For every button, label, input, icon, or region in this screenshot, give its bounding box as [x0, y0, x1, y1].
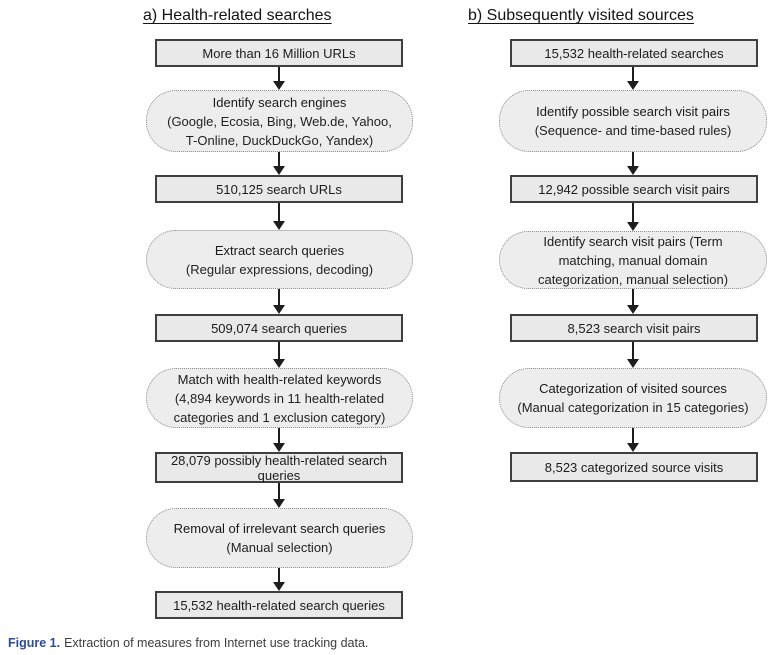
- arrow-head-icon: [273, 359, 285, 368]
- process-detail: categorization, manual selection): [537, 271, 729, 287]
- arrow-head-icon: [627, 222, 639, 231]
- process-identify-search-engines: Identify search engines (Google, Ecosia,…: [146, 90, 413, 152]
- box-line: More than 16 Million URLs: [202, 45, 356, 61]
- box-line: 510,125 search URLs: [216, 181, 342, 197]
- flow-arrow: [273, 203, 285, 230]
- process-detail: (Google, Ecosia, Bing, Web.de, Yahoo,: [167, 113, 392, 129]
- flow-arrow: [627, 428, 639, 452]
- process-identify-possible-pairs: Identify possible search visit pairs (Se…: [499, 90, 767, 152]
- box-line: 28,079 possibly health-related search: [170, 452, 388, 468]
- arrow-head-icon: [627, 305, 639, 314]
- process-categorization-sources: Categorization of visited sources (Manua…: [499, 368, 767, 428]
- process-removal-irrelevant: Removal of irrelevant search queries (Ma…: [146, 508, 413, 568]
- process-title: Removal of irrelevant search queries: [173, 521, 386, 536]
- arrow-head-icon: [273, 81, 285, 90]
- arrow-shaft: [278, 568, 280, 582]
- process-title: Match with health-related keywords: [177, 371, 382, 387]
- process-identify-visit-pairs: Identify search visit pairs (Term matchi…: [499, 231, 767, 289]
- arrow-shaft: [278, 152, 280, 166]
- process-detail: (Manual selection): [226, 540, 333, 555]
- box-line: 8,523 search visit pairs: [567, 320, 701, 336]
- process-extract-queries: Extract search queries (Regular expressi…: [146, 230, 413, 289]
- process-title: Identify search engines: [212, 94, 347, 110]
- figure-caption-text: Extraction of measures from Internet use…: [64, 636, 369, 650]
- arrow-head-icon: [273, 443, 285, 452]
- arrow-head-icon: [273, 221, 285, 230]
- arrow-head-icon: [627, 81, 639, 90]
- arrow-head-icon: [627, 443, 639, 452]
- arrow-shaft: [632, 428, 634, 443]
- flow-arrow: [627, 203, 639, 231]
- flow-arrow: [627, 67, 639, 90]
- box-line: 15,532 health-related search queries: [173, 597, 385, 613]
- arrow-head-icon: [273, 499, 285, 508]
- flow-arrow: [273, 428, 285, 452]
- process-title: Categorization of visited sources: [539, 381, 727, 396]
- flow-arrow: [273, 483, 285, 508]
- arrow-shaft: [632, 289, 634, 305]
- flow-arrow: [627, 152, 639, 175]
- arrow-head-icon: [273, 582, 285, 591]
- flow-arrow: [273, 152, 285, 175]
- process-match-keywords: Match with health-related keywords (4,89…: [146, 368, 413, 428]
- process-detail: (Sequence- and time-based rules): [534, 123, 732, 138]
- box-line: 8,523 categorized source visits: [544, 459, 724, 475]
- arrow-shaft: [278, 67, 280, 81]
- box-search-visit-pairs: 8,523 search visit pairs: [510, 314, 758, 342]
- arrow-shaft: [278, 342, 280, 359]
- process-detail: T-Online, DuckDuckGo, Yandex): [185, 132, 374, 148]
- process-detail: matching, manual domain: [558, 252, 708, 268]
- arrow-head-icon: [273, 305, 285, 314]
- arrow-shaft: [278, 203, 280, 221]
- box-line: queries: [257, 467, 301, 483]
- box-line: 509,074 search queries: [211, 320, 347, 336]
- arrow-shaft: [632, 342, 634, 359]
- box-possible-visit-pairs: 12,942 possible search visit pairs: [510, 175, 758, 203]
- flow-arrow: [273, 568, 285, 591]
- box-total-urls: More than 16 Million URLs: [155, 39, 403, 67]
- arrow-shaft: [278, 483, 280, 499]
- flow-arrow: [627, 289, 639, 314]
- box-possibly-health-queries: 28,079 possibly health-related search qu…: [155, 452, 403, 483]
- column-a-header: a) Health-related searches: [143, 7, 332, 24]
- arrow-head-icon: [273, 166, 285, 175]
- figure-caption: Figure 1.Extraction of measures from Int…: [8, 636, 368, 650]
- column-b-header: b) Subsequently visited sources: [468, 7, 694, 24]
- process-title: Identify possible search visit pairs: [536, 104, 730, 119]
- box-search-urls: 510,125 search URLs: [155, 175, 403, 203]
- arrow-head-icon: [627, 359, 639, 368]
- arrow-shaft: [278, 428, 280, 443]
- flow-arrow: [273, 289, 285, 314]
- box-health-related-searches: 15,532 health-related searches: [510, 39, 758, 67]
- box-search-queries: 509,074 search queries: [155, 314, 403, 342]
- arrow-shaft: [632, 203, 634, 222]
- process-detail: (Regular expressions, decoding): [185, 261, 374, 277]
- process-title: Extract search queries: [214, 242, 345, 258]
- flow-arrow: [273, 342, 285, 368]
- arrow-shaft: [278, 289, 280, 305]
- process-detail: (4,894 keywords in 11 health-related: [174, 390, 385, 406]
- box-line: 15,532 health-related searches: [544, 45, 724, 61]
- box-health-related-queries: 15,532 health-related search queries: [155, 591, 403, 619]
- arrow-shaft: [632, 67, 634, 81]
- flow-arrow: [627, 342, 639, 368]
- box-categorized-source-visits: 8,523 categorized source visits: [510, 452, 758, 482]
- arrow-head-icon: [627, 166, 639, 175]
- process-detail: (Manual categorization in 15 categories): [517, 400, 749, 415]
- box-line: 12,942 possible search visit pairs: [538, 181, 730, 197]
- flow-arrow: [273, 67, 285, 90]
- arrow-shaft: [632, 152, 634, 166]
- figure-caption-label: Figure 1.: [8, 636, 61, 650]
- process-title: Identify search visit pairs (Term: [543, 233, 723, 249]
- process-detail: categories and 1 exclusion category): [173, 409, 386, 425]
